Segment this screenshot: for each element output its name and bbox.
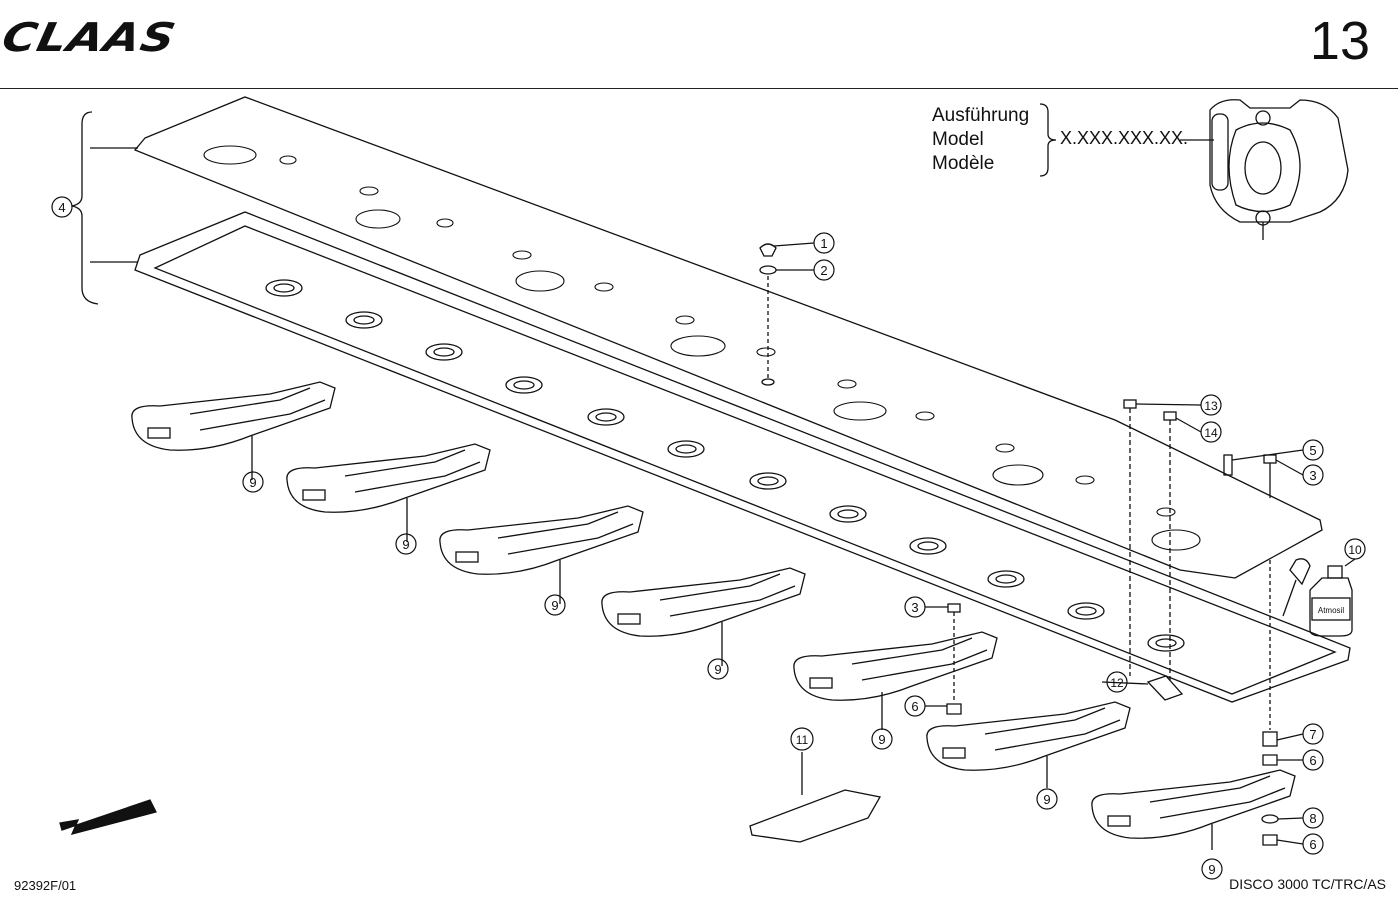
header-divider [0,88,1398,89]
callout-label: 9 [551,598,558,613]
callout-label: 4 [58,200,65,215]
callout-label: 7 [1309,727,1316,742]
trough-bearing-rings [265,279,1185,652]
model-brace [1039,103,1057,177]
callout-label: 1 [820,236,827,251]
direction-arrow [59,799,157,835]
bolt-head [947,603,961,613]
callout-label: 13 [1204,399,1218,413]
nut [1262,834,1278,846]
callout-label: 11 [796,733,809,747]
nut [1262,754,1278,766]
callout-label: 9 [714,662,721,677]
bolt-head [1123,399,1137,409]
skid-shoe [926,701,1131,788]
drawing-number: 92392F/01 [14,878,77,893]
model-code: X.XXX.XXX.XX. [1060,128,1189,148]
callout-label: 9 [1043,792,1050,807]
spacer-sleeve [1262,731,1278,747]
model-label-de: Ausführung [932,105,1030,126]
upper-plate-holes [203,145,1201,551]
trough-inner-edge [153,225,1337,695]
skid-shoe [1091,769,1296,850]
cutter-bar-trough [134,211,1351,703]
model-label-fr: Modèle [932,153,995,174]
nut [946,703,962,715]
bolt-head [1163,411,1177,421]
skid-shoe [439,505,644,604]
callout-label: 10 [1348,543,1362,557]
washer [1261,814,1279,824]
gearbox-housing-illustration [1209,99,1349,240]
callout-4-brace [71,111,99,305]
bottle-label: Atmosil [1318,606,1344,615]
bolt-head [1263,454,1277,464]
callout-label: 3 [911,600,918,615]
skid-shoes [59,243,1353,850]
plug-screw [759,243,777,257]
callout-label: 5 [1309,443,1316,458]
callout-label: 9 [402,537,409,552]
dowel-pin [1223,454,1233,476]
machine-name: DISCO 3000 TC/TRC/AS [1229,876,1386,892]
seal-ring [759,265,777,275]
callout-label: 9 [1208,862,1215,877]
callout-label: 12 [1110,676,1124,690]
sealant-bottle [1282,558,1353,637]
callout-label: 3 [1309,468,1316,483]
skid-shoe [286,443,491,542]
callout-label: 14 [1204,426,1218,440]
callout-label: 2 [820,263,827,278]
skid-shoe [601,567,806,666]
callout-label: 6 [1309,837,1316,852]
skid-shoe [131,381,336,480]
callout-label: 9 [878,732,885,747]
callout-label: 6 [911,699,918,714]
callout-label: 6 [1309,753,1316,768]
callout-label: 9 [249,475,256,490]
clamping-strip [1146,675,1184,701]
callout-label: 8 [1309,811,1316,826]
skid-shoe [793,631,998,730]
wear-plate [749,789,882,843]
page-number: 13 [1309,11,1370,71]
model-label-block: Ausführung Model Modèle [932,104,1029,176]
model-label-en: Model [932,129,984,150]
upper-cover-plate [133,96,1323,579]
callout-markers [51,196,1366,880]
